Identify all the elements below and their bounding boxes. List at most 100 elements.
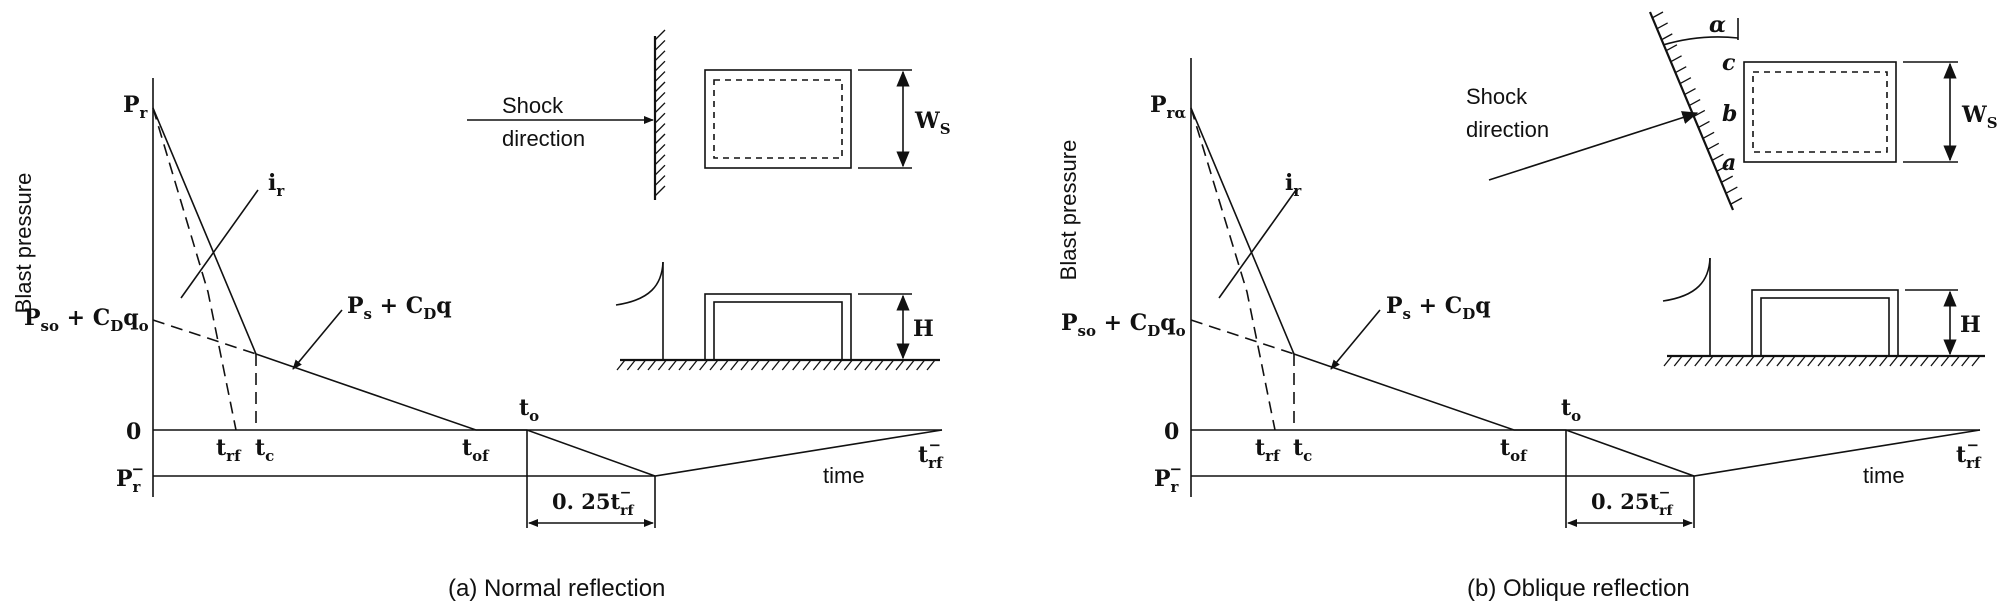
b-xlabel: time	[1863, 463, 1905, 488]
panel-a: Blast pressure Pr ir Ps + CDq Pso + CDqo…	[11, 29, 951, 602]
ground-hatch-mark	[1786, 355, 1796, 367]
wall-hatch-mark	[1656, 22, 1668, 30]
wall-hatch-mark	[654, 154, 666, 166]
ground-hatch-mark	[1858, 355, 1868, 367]
wall-hatch-mark	[1726, 186, 1738, 194]
ground-hatch-mark	[1817, 355, 1827, 367]
b-plan-view: Shock direction α c b a WS	[1466, 11, 1998, 211]
b-side-a: a	[1722, 150, 1736, 176]
ground-hatch-mark	[1920, 355, 1930, 367]
ground-hatch-mark	[1971, 355, 1981, 367]
ground-hatch-mark	[905, 359, 915, 371]
b-ylabel: Blast pressure	[1056, 140, 1081, 281]
wall-hatch-mark	[1716, 164, 1729, 172]
ground-hatch-mark	[771, 359, 781, 371]
ground-hatch-mark	[895, 359, 905, 371]
b-ground-hatch	[1663, 355, 1981, 367]
a-structure-elev-inner	[713, 301, 843, 361]
ground-hatch-mark	[812, 359, 822, 371]
ground-hatch-mark	[1745, 355, 1755, 367]
b-shock-arrow	[1488, 111, 1699, 181]
wall-hatch-mark	[654, 50, 666, 62]
ground-hatch-mark	[668, 359, 678, 371]
wall-hatch-mark	[654, 112, 666, 124]
b-zero-label: 0	[1164, 419, 1179, 445]
ground-hatch-mark	[1848, 355, 1858, 367]
wall-hatch-mark	[654, 71, 666, 83]
ground-hatch-mark	[626, 359, 636, 371]
a-negative-peak-label: Pr−	[116, 460, 144, 496]
b-elevation-view: H	[1662, 257, 1985, 367]
b-h-label: H	[1960, 312, 1981, 338]
a-elevation-view: H	[615, 261, 940, 371]
b-dashed-reflected-curve	[1190, 107, 1276, 431]
wall-hatch-mark	[654, 81, 666, 93]
a-plan-view: Shock direction WS	[467, 29, 951, 200]
wall-hatch-mark	[654, 123, 666, 135]
ground-hatch-mark	[719, 359, 729, 371]
ground-hatch-mark	[730, 359, 740, 371]
ground-hatch-mark	[1868, 355, 1878, 367]
wall-hatch-mark	[654, 60, 666, 72]
wall-hatch-mark	[654, 29, 666, 41]
a-impulse-label: ir	[268, 170, 285, 200]
ground-hatch-mark	[637, 359, 647, 371]
a-ps-arrow	[292, 309, 343, 370]
a-xlabel: time	[823, 463, 865, 488]
a-h-label: H	[913, 316, 934, 342]
a-zero-label: 0	[126, 419, 141, 445]
ground-hatch-mark	[885, 359, 895, 371]
ground-hatch-mark	[750, 359, 760, 371]
ground-hatch-mark	[864, 359, 874, 371]
ground-hatch-mark	[1889, 355, 1899, 367]
ground-hatch-mark	[916, 359, 926, 371]
a-caption: (a) Normal reflection	[448, 575, 665, 602]
b-structure-plan-inner	[1752, 71, 1888, 153]
wall-hatch-mark	[654, 39, 666, 51]
b-ps-cdq-label: Ps + CDq	[1386, 293, 1491, 323]
ground-hatch-mark	[1796, 355, 1806, 367]
b-wall	[1648, 11, 1735, 211]
a-shock-text-2: direction	[502, 126, 585, 151]
ground-hatch-mark	[678, 359, 688, 371]
b-pso-label: Pso + CDqo	[1061, 310, 1186, 340]
b-trf-label: trf	[1255, 435, 1281, 465]
b-negative-peak-label: Pr−	[1154, 460, 1182, 496]
b-wave-front	[1662, 257, 1711, 302]
wall-hatch-mark	[654, 143, 666, 155]
ground-hatch-mark	[823, 359, 833, 371]
ground-hatch-mark	[1776, 355, 1786, 367]
ground-hatch-mark	[647, 359, 657, 371]
ground-hatch-mark	[874, 359, 884, 371]
b-shock-text-2: direction	[1466, 117, 1549, 142]
ground-hatch-mark	[657, 359, 667, 371]
ground-hatch-mark	[688, 359, 698, 371]
b-tc-label: tc	[1293, 435, 1312, 465]
ground-hatch-mark	[854, 359, 864, 371]
ground-hatch-mark	[1899, 355, 1909, 367]
a-pso-label: Pso + CDqo	[24, 305, 149, 335]
wall-hatch-mark	[654, 185, 666, 197]
ground-hatch-mark	[1807, 355, 1817, 367]
wall-hatch-mark	[1712, 153, 1724, 161]
a-structure-plan-inner	[713, 79, 843, 159]
wall-hatch-mark	[654, 91, 666, 103]
b-ps-arrow	[1330, 309, 1381, 370]
ground-hatch-mark	[1879, 355, 1889, 367]
wall-hatch-mark	[1670, 55, 1682, 63]
ground-hatch-mark	[1684, 355, 1694, 367]
wall-hatch-mark	[1674, 66, 1687, 74]
ground-hatch-mark	[1909, 355, 1919, 367]
b-side-c: c	[1722, 50, 1736, 76]
a-trf-neg-label: trf−	[918, 436, 944, 472]
ground-hatch-mark	[1827, 355, 1837, 367]
ground-hatch-mark	[926, 359, 936, 371]
ground-hatch-mark	[1766, 355, 1776, 367]
a-tc-label: tc	[255, 435, 274, 465]
ground-hatch-mark	[1673, 355, 1683, 367]
b-angle-arc	[1662, 36, 1739, 46]
a-pressure-curve	[152, 107, 943, 477]
b-caption: (b) Oblique reflection	[1467, 575, 1690, 602]
a-structure-elev	[704, 293, 852, 361]
